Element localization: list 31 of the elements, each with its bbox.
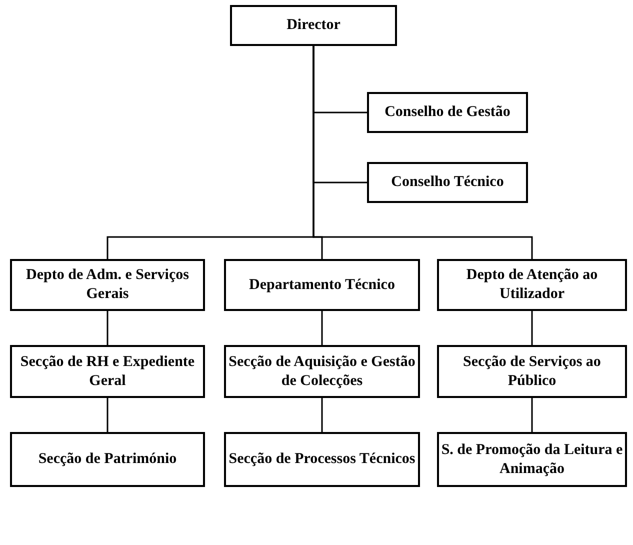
org-unit-box (367, 92, 528, 133)
unit-name: S. de Promoção da Leitura e Animação (440, 440, 624, 478)
unit-name: Director (286, 16, 340, 35)
org-unit-box (10, 259, 205, 311)
org-unit-box (224, 345, 420, 398)
connector-line (531, 311, 533, 345)
connector-line (321, 311, 323, 345)
unit-name: Departamento Técnico (249, 276, 395, 294)
org-unit-box (10, 345, 205, 398)
unit-name: Depto de Atenção ao Utilizador (465, 266, 599, 304)
unit-name: Secção de RH e Expediente Geral (19, 352, 196, 390)
connector-line (321, 398, 323, 432)
org-unit-box (437, 345, 627, 398)
org-unit-box (437, 259, 627, 311)
unit-name: Secção de Processos Técnicos (228, 450, 416, 469)
org-unit-box (224, 259, 420, 311)
org-unit-box (437, 432, 627, 487)
org-unit-box (230, 5, 397, 46)
unit-name: Conselho Técnico (391, 173, 504, 192)
unit-name: Conselho de Gestão (384, 103, 510, 122)
unit-name: Depto de Adm. e Serviços Gerais (25, 266, 190, 304)
org-unit-box (10, 432, 205, 487)
unit-name: Secção de Serviços ao Público (462, 352, 602, 390)
connector-line (312, 46, 533, 259)
org-unit-box (367, 162, 528, 203)
connector-line (106, 311, 108, 345)
connector-line (531, 398, 533, 432)
connector-line (106, 398, 108, 432)
unit-name: Secção de Património (38, 450, 177, 469)
unit-name: Secção de Aquisição e Gestão de Colecções (228, 352, 416, 390)
org-unit-box (224, 432, 420, 487)
